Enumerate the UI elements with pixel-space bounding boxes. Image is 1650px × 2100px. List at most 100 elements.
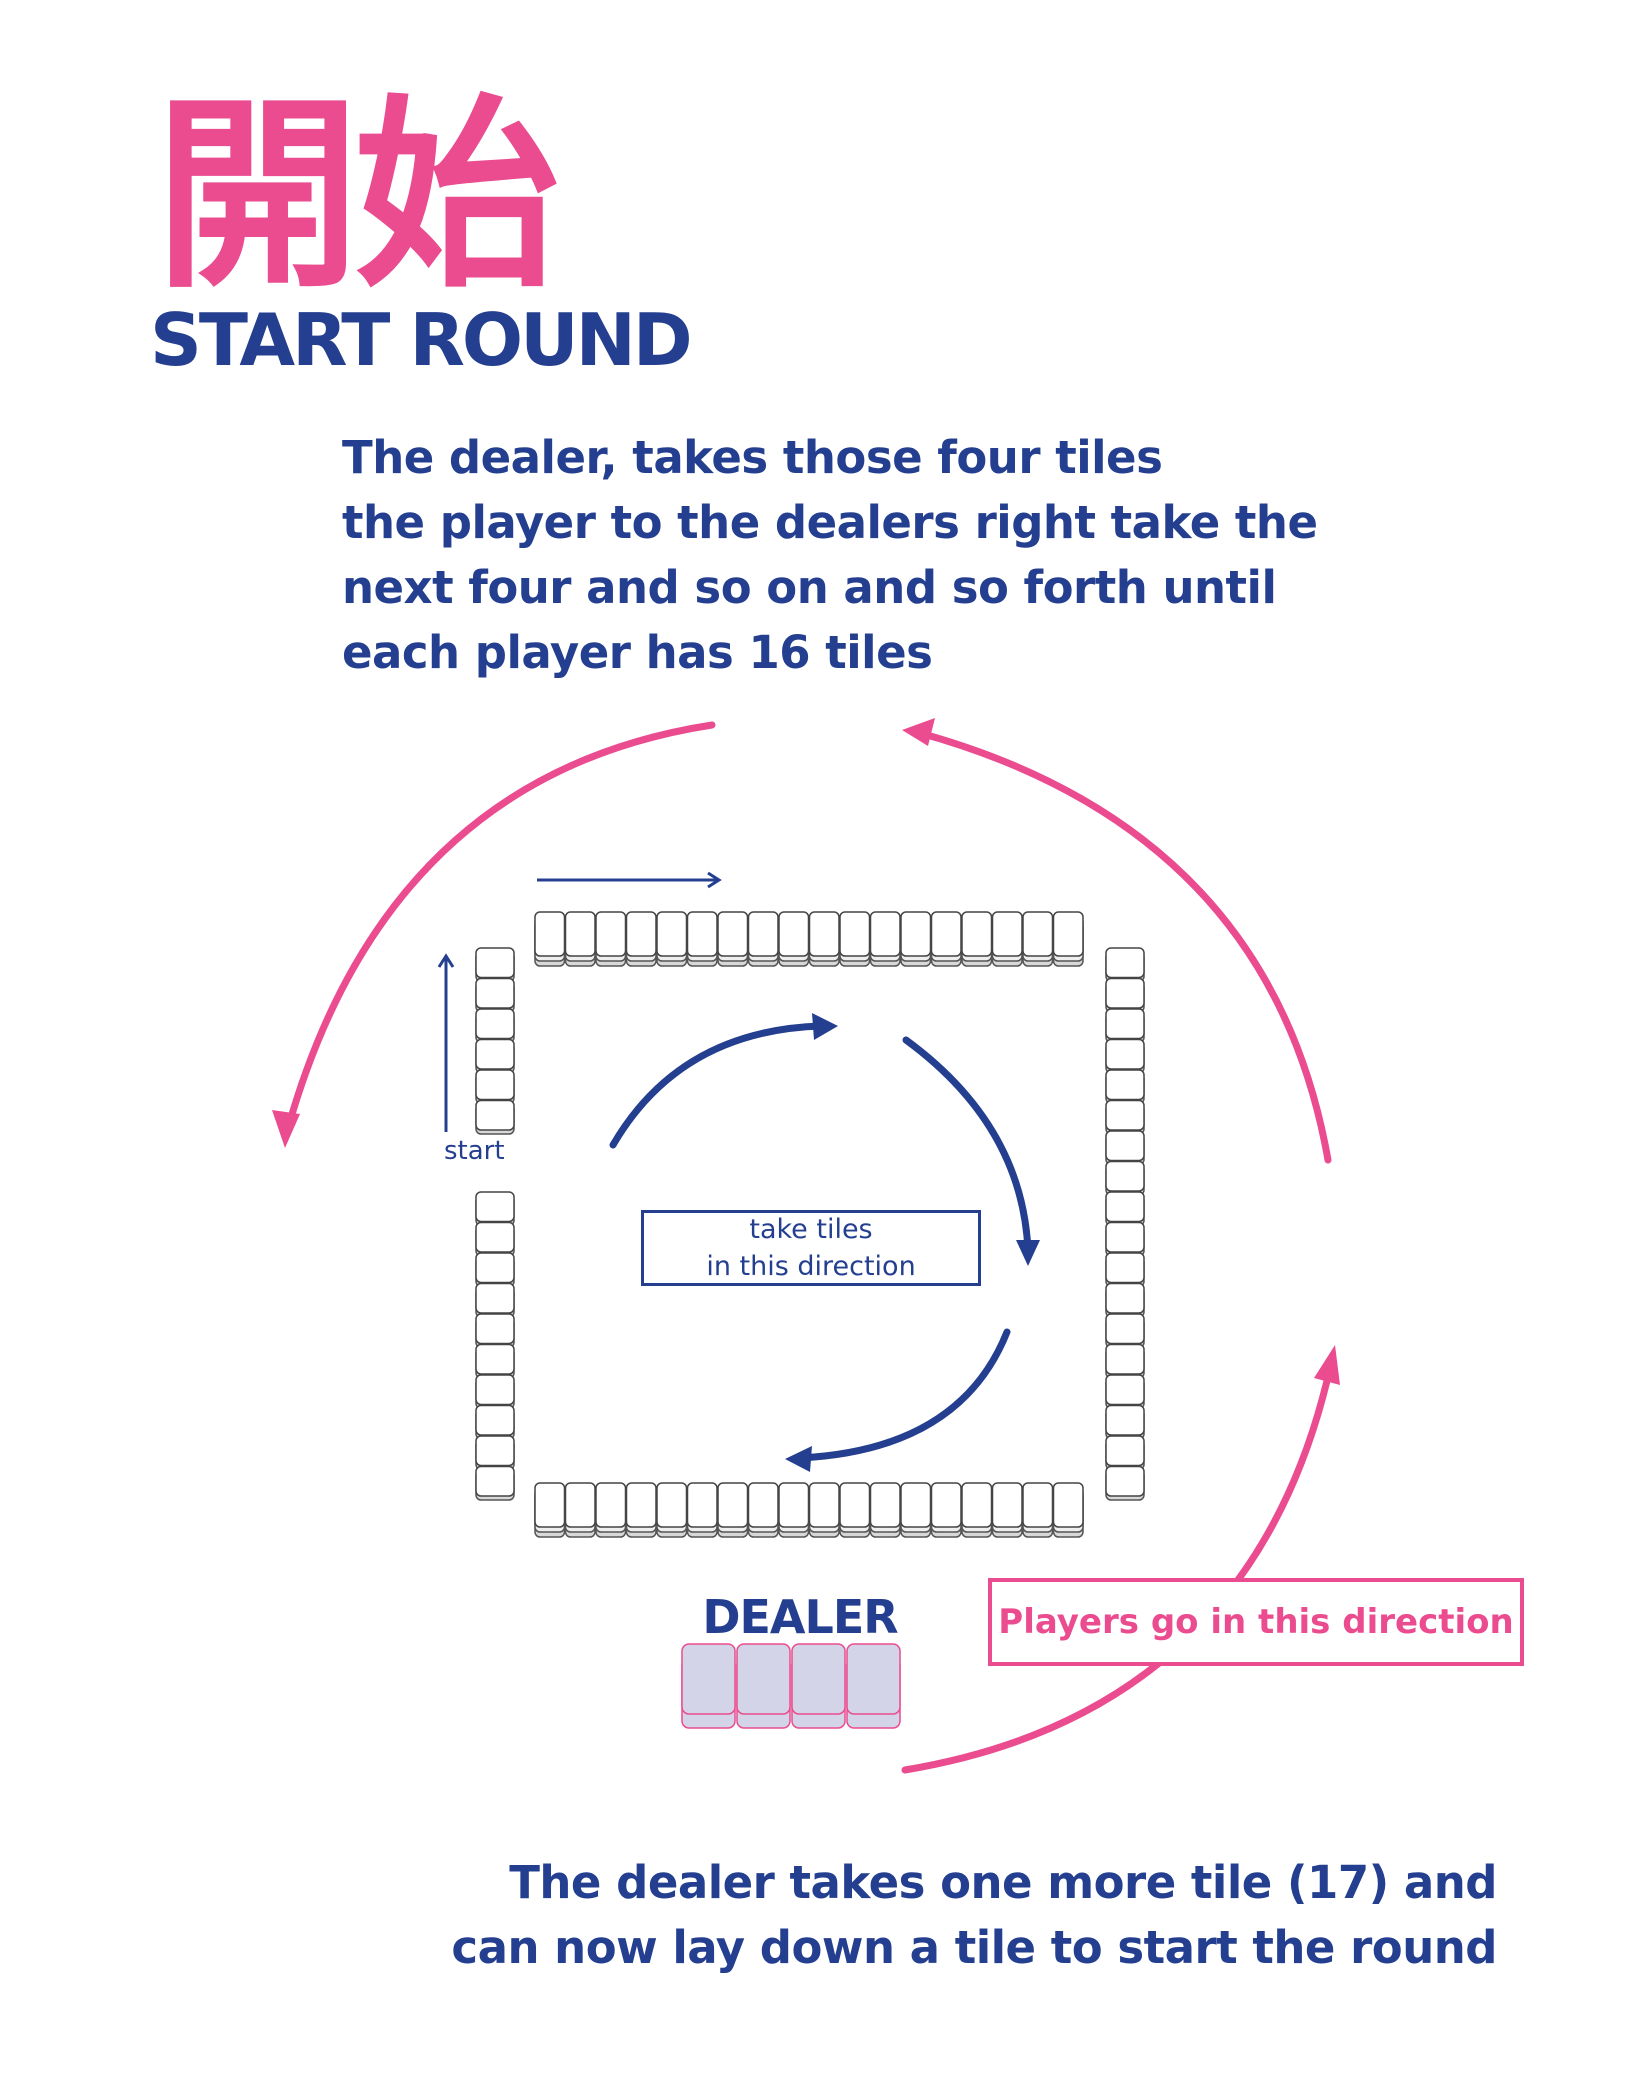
arrowhead (812, 1013, 838, 1040)
wall-tile (961, 911, 993, 957)
wall-tile (534, 911, 566, 957)
wall-tile (1105, 977, 1145, 1009)
start-label: start (444, 1136, 505, 1166)
wall-tile (1105, 1404, 1145, 1436)
wall-tile (595, 911, 627, 957)
wall-tile (475, 947, 515, 979)
wall-tile (475, 1282, 515, 1314)
wall-tile (808, 911, 840, 957)
wall-tile (1105, 1069, 1145, 1101)
wall-tile (1105, 1282, 1145, 1314)
dealer-tile (846, 1643, 901, 1715)
wall-tile (564, 1482, 596, 1528)
wall-tile (475, 1191, 515, 1223)
wall-tile (1105, 1038, 1145, 1070)
players-direction-label: Players go in this direction (998, 1602, 1514, 1642)
player-direction-arrowheads (272, 718, 1340, 1385)
arrowhead (1016, 1240, 1040, 1266)
wall-tile (1105, 947, 1145, 979)
left-wall-arrow-head (437, 953, 455, 968)
dealer-tile (681, 1643, 736, 1715)
wall-tile (475, 1008, 515, 1040)
wall-tile (1105, 1191, 1145, 1223)
wall-tile (839, 1482, 871, 1528)
wall-tile (778, 1482, 810, 1528)
wall-tile (475, 1099, 515, 1131)
wall-tile (717, 911, 749, 957)
take-direction-box: take tiles in this direction (641, 1210, 981, 1286)
intro-line: next four and so on and so forth until (342, 561, 1277, 614)
take-direction-arrows (609, 1022, 1032, 1462)
inner-arrow-top (609, 1022, 826, 1149)
wall-tile (1105, 1008, 1145, 1040)
arrowhead (785, 1446, 812, 1472)
wall-tile (808, 1482, 840, 1528)
wall-tile (869, 1482, 901, 1528)
wall-tile (475, 1374, 515, 1406)
wall-tile (1052, 911, 1084, 957)
wall-tile (747, 1482, 779, 1528)
wall-tile (625, 911, 657, 957)
wall-tile (991, 911, 1023, 957)
intro-line: The dealer, takes those four tiles (342, 431, 1163, 484)
wall-tile (475, 1435, 515, 1467)
wall-tile (475, 1343, 515, 1375)
wall-tile (839, 911, 871, 957)
dealer-tile (736, 1643, 791, 1715)
wall-tile (656, 911, 688, 957)
arrowhead (902, 718, 935, 746)
outro-text: The dealer takes one more tile (17) and … (397, 1850, 1497, 1980)
inner-arrow-bottom (796, 1328, 1011, 1462)
wall-tile (475, 1221, 515, 1253)
outro-line: can now lay down a tile to start the rou… (451, 1921, 1497, 1974)
wall-tile (475, 1069, 515, 1101)
wall-tile (900, 1482, 932, 1528)
wall-tile (930, 1482, 962, 1528)
inner-arrow-right (902, 1036, 1032, 1254)
wall-tile (1105, 1099, 1145, 1131)
wall-tile (778, 911, 810, 957)
outer-arrow-left (284, 721, 716, 1132)
wall-tile (930, 911, 962, 957)
wall-tile (1022, 1482, 1054, 1528)
dealer-label: DEALER (702, 1590, 898, 1644)
wall-direction-arrows (437, 871, 722, 1132)
wall-tile (475, 1465, 515, 1497)
wall-tile (475, 977, 515, 1009)
wall-tile (1105, 1221, 1145, 1253)
wall-tile (1052, 1482, 1084, 1528)
top-wall-arrow-head (707, 871, 722, 889)
chinese-title: 開始 (155, 78, 559, 316)
wall-tile (1105, 1130, 1145, 1162)
wall-tile (1105, 1252, 1145, 1284)
outro-line: The dealer takes one more tile (17) and (509, 1856, 1497, 1909)
wall-tile (1105, 1343, 1145, 1375)
players-direction-box: Players go in this direction (988, 1578, 1524, 1666)
intro-text: The dealer, takes those four tiles the p… (342, 425, 1342, 685)
arrowhead (272, 1110, 300, 1148)
intro-line: each player has 16 tiles (342, 626, 933, 679)
wall-tile (475, 1038, 515, 1070)
wall-tile (475, 1313, 515, 1345)
wall-tile (595, 1482, 627, 1528)
page-title: START ROUND (150, 298, 693, 382)
wall-tile (475, 1252, 515, 1284)
dealer-hand (681, 1643, 901, 1729)
wall-tile (747, 911, 779, 957)
wall-tile (1105, 1160, 1145, 1192)
wall-tile (656, 1482, 688, 1528)
wall-tile (686, 1482, 718, 1528)
wall-tile (961, 1482, 993, 1528)
wall-tile (1105, 1465, 1145, 1497)
wall-tile (475, 1404, 515, 1436)
take-direction-label: take tiles (749, 1214, 873, 1245)
wall-tile (717, 1482, 749, 1528)
wall-tile (1105, 1313, 1145, 1345)
outer-arrow-right (916, 729, 1332, 1164)
take-direction-label: in this direction (706, 1251, 916, 1282)
wall-tile (991, 1482, 1023, 1528)
wall-tile (686, 911, 718, 957)
wall-tile (1022, 911, 1054, 957)
dealer-tile (791, 1643, 846, 1715)
